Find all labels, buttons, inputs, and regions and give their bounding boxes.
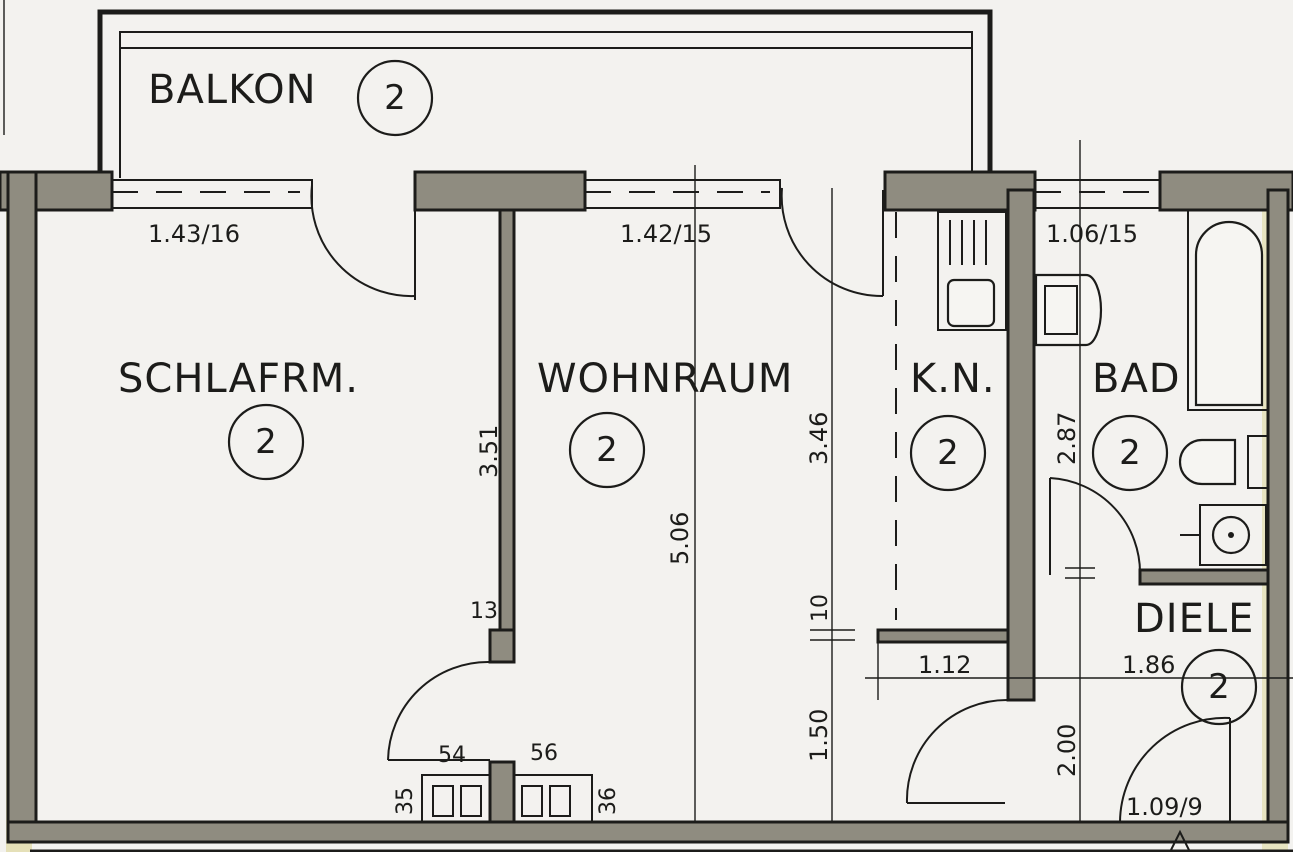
dim-wohnraum-height: 5.06 [666,512,694,565]
dim-chimney-54: 54 [438,743,466,768]
wall-bad-diele [1138,568,1270,586]
room-marker-balkon-number: 2 [384,78,406,118]
wall-kn-bad [1006,188,1036,702]
window-label-schlafrm: 1.43/16 [148,220,240,248]
wall-kn-lower [876,628,1010,644]
room-label-diele: DIELE [1134,596,1254,642]
room-label-bad: BAD [1092,356,1181,402]
room-marker-schlafrm [227,403,305,481]
dim-wall-10: 10 [808,594,833,622]
dim-diele-width: 1.86 [1122,651,1175,679]
top-wall [0,170,1293,212]
dim-kn-width: 1.12 [918,651,971,679]
door-schlafrm [387,660,491,761]
bottom-wall [6,820,1290,844]
room-label-balkon: BALKON [148,67,317,113]
room-marker-bad [1091,414,1169,492]
room-marker-kn [909,414,987,492]
door-wohn-balcony [780,187,884,298]
window-label-wohnraum: 1.42/15 [620,220,712,248]
room-marker-diele [1180,648,1258,726]
dim-diele-height: 2.00 [1053,724,1081,777]
chimney-block [421,760,593,824]
door-entrance [1119,716,1231,852]
dim-chimney-56: 56 [530,741,558,766]
bathroom-fixtures [1034,209,1269,566]
dim-lower-150: 1.50 [805,709,833,762]
room-marker-wohnraum-number: 2 [596,430,618,470]
balcony [97,9,993,178]
right-wall [1266,188,1290,832]
room-marker-schlafrm-number: 2 [255,422,277,462]
room-marker-bad-number: 2 [1119,433,1141,473]
dim-schlafrm-height: 3.51 [475,425,503,478]
room-marker-kn-number: 2 [937,433,959,473]
dim-chimney-35: 35 [393,787,418,815]
door-bad [1049,477,1142,576]
door-label-diele: 1.09/9 [1126,793,1203,821]
room-marker-wohnraum [568,411,646,489]
room-label-kn: K.N. [910,356,996,402]
dim-chimney-36: 36 [596,787,621,815]
dim-wall-13: 13 [470,599,498,624]
left-wall [6,170,38,824]
room-marker-diele-number: 2 [1208,667,1230,707]
dim-kn-height: 3.46 [805,412,833,465]
dim-bad-height: 2.87 [1053,412,1081,465]
kitchenette-fixtures [895,211,1007,620]
room-label-wohnraum: WOHNRAUM [537,356,793,402]
door-schlafrm-balcony [310,184,416,300]
door-kn [905,698,1009,804]
window-label-bad: 1.06/15 [1046,220,1138,248]
room-marker-balkon [356,59,434,137]
dimension-lines [694,140,1293,822]
room-label-schlafrm: SCHLAFRM. [118,356,359,402]
